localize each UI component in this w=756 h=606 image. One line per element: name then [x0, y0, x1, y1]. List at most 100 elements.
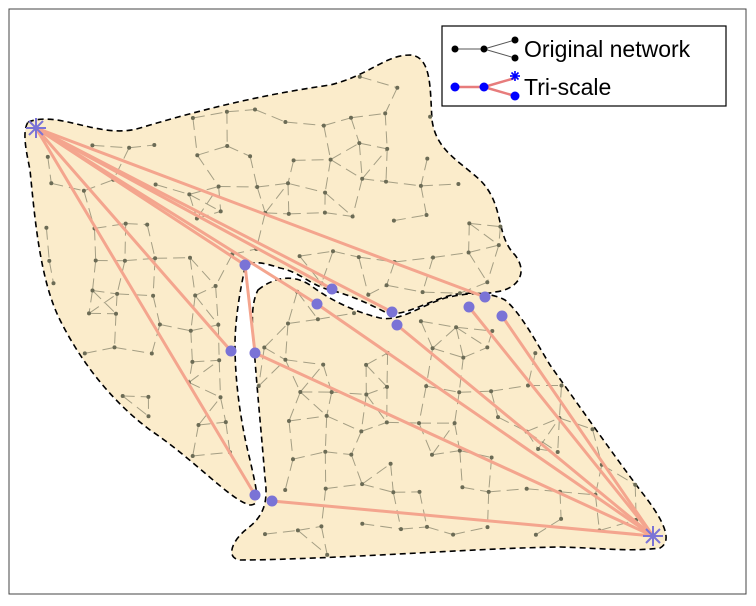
- original-network-node: [452, 421, 457, 426]
- tri-scale-edge: [34, 126, 487, 299]
- original-network-edge: [258, 359, 286, 387]
- original-network-edge: [129, 144, 155, 149]
- original-network-edge: [468, 252, 488, 283]
- original-network-node: [364, 362, 369, 367]
- original-network-edge: [498, 226, 501, 246]
- original-network-edge: [192, 111, 227, 119]
- original-network-edge: [189, 257, 196, 296]
- original-network-edge: [325, 451, 352, 456]
- original-network-node: [384, 179, 388, 184]
- original-network-node: [485, 345, 490, 350]
- original-network-node: [420, 290, 425, 295]
- original-network-edge: [362, 523, 402, 530]
- original-network-edge: [420, 158, 428, 187]
- original-network-edge: [288, 391, 301, 422]
- tri-scale-edge: [270, 499, 655, 538]
- original-network-edge: [559, 491, 562, 519]
- original-network-edge: [420, 183, 459, 187]
- original-network-node: [456, 182, 461, 186]
- original-network-edge: [218, 186, 258, 188]
- original-network-edge: [558, 385, 562, 419]
- original-network-edge: [419, 491, 428, 528]
- original-network-node: [90, 288, 95, 293]
- original-network-node: [213, 284, 218, 288]
- original-network-node: [349, 115, 353, 120]
- original-network-node: [457, 448, 462, 453]
- original-network-node: [263, 532, 267, 537]
- original-network-node: [319, 524, 324, 529]
- original-network-edge: [324, 415, 328, 452]
- original-network-edge: [114, 346, 152, 354]
- original-network-edge: [486, 244, 500, 283]
- original-network-node: [417, 489, 422, 494]
- tri-scale-edge: [243, 263, 257, 355]
- original-network-edge: [384, 87, 398, 114]
- original-network-edge: [194, 285, 216, 296]
- original-network-node: [295, 528, 300, 533]
- original-network-node: [388, 461, 393, 466]
- original-network-node: [328, 157, 333, 162]
- original-network-edge: [365, 364, 388, 388]
- original-network-edge: [285, 359, 324, 366]
- original-network-edge: [320, 488, 327, 527]
- original-network-node: [384, 420, 389, 425]
- original-network-edge: [361, 421, 387, 432]
- original-network-edge: [385, 181, 421, 187]
- original-network-edge: [254, 109, 286, 123]
- original-network-edge: [45, 227, 50, 261]
- original-network-edge: [263, 323, 289, 348]
- original-network-edge: [361, 483, 394, 493]
- original-network-node: [151, 293, 156, 298]
- tri-scale-edge: [34, 126, 394, 314]
- original-network-node: [360, 521, 365, 526]
- original-network-edge: [469, 222, 500, 246]
- original-network-edge: [189, 186, 219, 195]
- original-network-node: [559, 383, 564, 388]
- original-network-edge: [192, 117, 198, 156]
- original-network-edge: [468, 244, 499, 253]
- original-network-node: [315, 317, 320, 322]
- legend-box: [441, 25, 727, 107]
- original-network-node: [146, 414, 151, 419]
- original-network-edge: [350, 454, 363, 485]
- original-network-edge: [418, 386, 427, 424]
- original-network-node: [457, 390, 462, 395]
- original-network-edge: [385, 148, 388, 182]
- original-network-edge: [350, 431, 362, 455]
- original-network-edge: [299, 250, 334, 257]
- original-network-node: [485, 525, 490, 530]
- original-network-edge: [526, 417, 560, 433]
- original-network-node: [357, 141, 362, 146]
- original-network-edge: [258, 347, 265, 387]
- original-network-edge: [350, 117, 360, 144]
- original-network-edge: [84, 346, 115, 354]
- original-network-node: [123, 221, 128, 226]
- original-network-edge: [190, 295, 196, 331]
- original-network-edge: [392, 492, 402, 530]
- tri-scale-node: [386, 306, 398, 318]
- original-network-node: [248, 154, 253, 159]
- original-network-node: [486, 489, 491, 494]
- original-network-node: [190, 454, 195, 458]
- original-network-edge: [469, 222, 501, 228]
- original-network-edge: [459, 390, 492, 393]
- original-network-node: [90, 143, 95, 148]
- original-network-edge: [599, 519, 637, 531]
- original-network-edge: [359, 142, 388, 150]
- original-network-edge: [288, 415, 327, 422]
- original-network-node: [291, 457, 295, 462]
- legend: Original network Tri-scale: [441, 25, 727, 107]
- original-network-edge: [535, 518, 562, 536]
- original-network-node: [424, 213, 429, 217]
- original-network-edge: [198, 396, 221, 426]
- original-network-node: [555, 450, 560, 454]
- tri-scale-node: [391, 319, 403, 331]
- original-network-node: [81, 188, 86, 193]
- original-network-edge: [189, 193, 221, 212]
- original-network-edge: [491, 385, 529, 392]
- original-network-edge: [323, 125, 332, 160]
- original-network-node: [47, 258, 52, 263]
- original-network-edge: [112, 147, 130, 181]
- original-network-node: [364, 392, 369, 397]
- original-network-edge: [215, 285, 219, 325]
